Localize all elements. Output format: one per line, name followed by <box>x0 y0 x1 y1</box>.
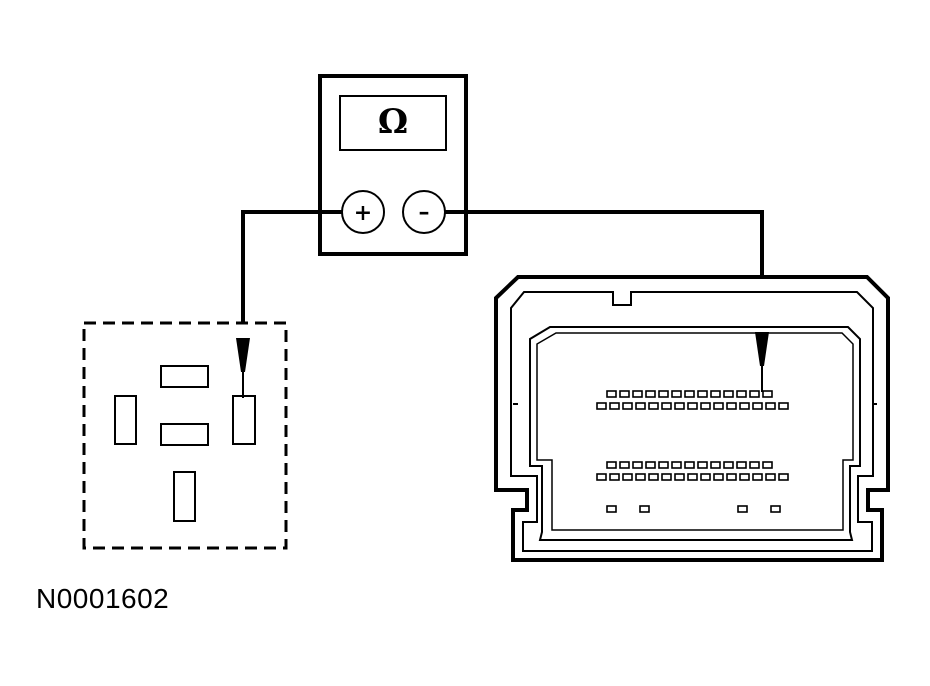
relay-terminal <box>160 423 209 446</box>
connector-pin <box>661 473 672 481</box>
connector-pin <box>765 473 776 481</box>
negative-terminal-label: – <box>419 199 430 225</box>
connector-pin <box>739 473 750 481</box>
relay-terminal <box>114 395 137 445</box>
connector-pin <box>762 461 773 469</box>
connector-pin <box>687 402 698 410</box>
connector-pin <box>736 461 747 469</box>
meter-display <box>339 95 447 151</box>
connector-pin <box>609 402 620 410</box>
connector-pin <box>645 390 656 398</box>
connector-pin <box>762 390 773 398</box>
connector-pin <box>687 473 698 481</box>
relay-terminal <box>173 471 196 522</box>
connector-pin <box>726 473 737 481</box>
connector-pin <box>737 505 748 513</box>
connector-pin <box>697 461 708 469</box>
connector-pin <box>639 505 650 513</box>
connector-pin <box>697 390 708 398</box>
negative-probe-tip <box>755 332 769 366</box>
connector-pin <box>661 402 672 410</box>
positive-probe-tip <box>236 338 250 372</box>
connector-pin <box>606 461 617 469</box>
figure-id: N0001602 <box>36 583 170 614</box>
connector-pin <box>645 461 656 469</box>
connector-pin <box>749 461 760 469</box>
connector-pin <box>723 461 734 469</box>
negative-probe <box>755 332 769 392</box>
relay-terminal-probed <box>232 395 256 445</box>
connector-pin <box>778 473 789 481</box>
connector-pin <box>632 461 643 469</box>
positive-terminal-label: + <box>354 200 372 226</box>
connector-pin <box>648 402 659 410</box>
connector-pin <box>648 473 659 481</box>
connector-pin <box>700 473 711 481</box>
positive-test-lead <box>241 210 342 338</box>
connector-pin <box>778 402 789 410</box>
connector-pin <box>710 390 721 398</box>
connector-pin <box>713 402 724 410</box>
connector-pin <box>684 390 695 398</box>
positive-probe <box>236 338 250 398</box>
connector-pin <box>723 390 734 398</box>
module-connector <box>494 275 890 562</box>
connector-pin <box>710 461 721 469</box>
connector-pin <box>674 402 685 410</box>
connector-pin <box>671 461 682 469</box>
connector-pin <box>609 473 620 481</box>
ohm-symbol: Ω <box>378 102 408 142</box>
connector-pin <box>619 390 630 398</box>
relay-socket <box>82 321 288 550</box>
connector-pin <box>770 505 781 513</box>
connector-pin <box>622 473 633 481</box>
connector-pin <box>674 473 685 481</box>
connector-pin <box>684 461 695 469</box>
connector-pin <box>752 402 763 410</box>
connector-pins <box>596 390 789 513</box>
connector-pin <box>765 402 776 410</box>
connector-pin <box>713 473 724 481</box>
connector-pin <box>726 402 737 410</box>
connector-pin <box>700 402 711 410</box>
connector-face-outer <box>529 326 861 541</box>
connector-pin <box>596 473 607 481</box>
ohmmeter: Ω + – <box>318 74 468 256</box>
connector-pin <box>622 402 633 410</box>
connector-pin <box>736 390 747 398</box>
relay-terminal <box>160 365 209 388</box>
connector-pin <box>632 390 643 398</box>
connector-pin <box>658 390 669 398</box>
connector-pin <box>671 390 682 398</box>
connector-pin <box>635 473 646 481</box>
connector-pin <box>596 402 607 410</box>
connector-pin <box>739 402 750 410</box>
connector-pin <box>606 505 617 513</box>
connector-pin <box>635 402 646 410</box>
connector-shell <box>510 291 874 552</box>
connector-pin <box>658 461 669 469</box>
connector-pin <box>606 390 617 398</box>
connector-pin <box>619 461 630 469</box>
connector-pin <box>749 390 760 398</box>
connector-pin <box>752 473 763 481</box>
connector-face-inner <box>536 332 854 531</box>
